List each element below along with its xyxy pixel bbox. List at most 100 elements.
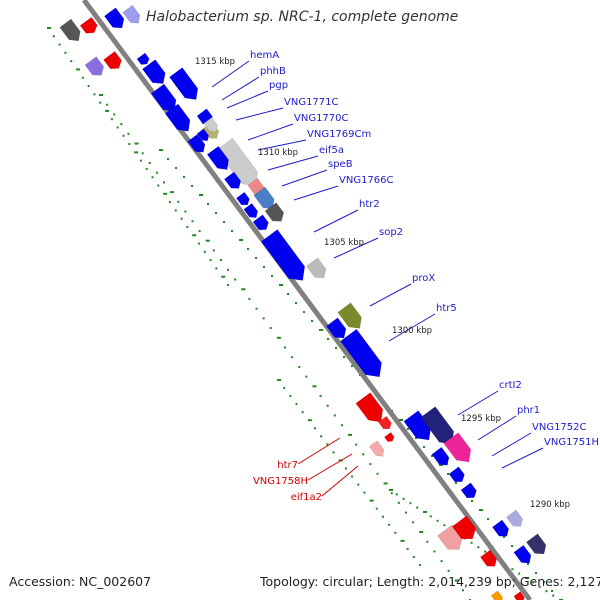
tick-dot: [234, 278, 237, 281]
tick-dot: [369, 499, 374, 502]
tick-dot: [487, 518, 489, 520]
tick-dot: [419, 531, 424, 534]
gene-label-eif1a2[interactable]: eif1a2: [291, 492, 322, 503]
tick-dot: [87, 85, 90, 88]
tick-dot: [212, 249, 215, 252]
gene-label-vng1769cm[interactable]: VNG1769Cm: [307, 129, 371, 140]
gene-feature-blue: [252, 214, 269, 231]
gene-feature-blue: [104, 7, 125, 29]
callout-line: [235, 107, 284, 121]
gene-feature-lavender: [122, 4, 141, 24]
tick-dot: [470, 541, 473, 544]
tick-dot: [351, 365, 353, 367]
gene-label-vng1771c[interactable]: VNG1771C: [284, 97, 339, 108]
gene-label-vng1752c[interactable]: VNG1752C: [532, 422, 587, 433]
gene-label-phhb[interactable]: phhB: [260, 66, 286, 77]
tick-dot: [511, 568, 514, 571]
genome-summary: Topology: circular; Length: 2,014,239 bp…: [260, 574, 600, 589]
tick-dot: [455, 482, 457, 484]
tick-dot: [58, 43, 61, 46]
callout-line: [247, 123, 294, 141]
tick-dot: [295, 403, 298, 406]
gene-feature-blue: [340, 328, 382, 378]
tick-dot: [191, 185, 193, 187]
gene-feature-blue: [260, 229, 306, 281]
gene-feature-blue: [187, 133, 206, 153]
tick-dot: [221, 275, 226, 278]
gene-feature-red: [384, 432, 395, 442]
tick-dot: [155, 171, 158, 174]
gene-arrow: [431, 446, 450, 466]
kbp-mark: 1305 kbp: [324, 238, 364, 248]
gene-feature-blue: [460, 482, 477, 499]
gene-label-vng1770c[interactable]: VNG1770C: [294, 113, 349, 124]
gene-label-htr2[interactable]: htr2: [359, 199, 380, 210]
gene-label-htr7[interactable]: htr7: [277, 460, 298, 471]
gene-feature-gray: [264, 202, 285, 222]
tick-dot: [357, 483, 360, 486]
gene-feature-steel-blue: [253, 186, 275, 210]
tick-dot: [269, 327, 272, 330]
gene-arrow: [253, 186, 275, 210]
gene-arrow: [103, 51, 122, 69]
gene-feature-blue: [169, 67, 199, 100]
gene-arrow: [448, 466, 465, 483]
tick-dot: [454, 579, 459, 582]
gene-label-speb[interactable]: speB: [328, 159, 353, 170]
tick-dot: [145, 167, 148, 170]
gene-arrow: [104, 7, 125, 29]
tick-dot: [395, 493, 398, 496]
gene-feature-red: [103, 51, 122, 69]
gene-arrow: [59, 18, 81, 42]
gene-arrow: [513, 591, 525, 600]
tick-dot: [551, 590, 553, 592]
tick-dot: [120, 123, 123, 126]
gene-label-vng1758h[interactable]: VNG1758H: [253, 476, 308, 487]
gene-feature-blue: [224, 171, 241, 189]
callout-line: [333, 237, 379, 259]
tick-dot: [484, 550, 487, 553]
tick-dot: [404, 511, 407, 514]
tick-dot: [248, 297, 251, 300]
tick-dot: [412, 521, 415, 524]
gene-label-crti2[interactable]: crtI2: [499, 380, 522, 391]
tick-dot: [183, 176, 185, 178]
tick-dot: [255, 257, 257, 259]
gene-label-htr5[interactable]: htr5: [436, 303, 457, 314]
gene-arrow: [490, 590, 503, 600]
gene-arrow: [196, 128, 209, 142]
gene-label-sop2[interactable]: sop2: [379, 227, 403, 238]
tick-dot: [174, 209, 177, 212]
gene-feature-blue: [243, 203, 258, 218]
gene-label-pgp[interactable]: pgp: [269, 80, 288, 91]
tick-dot: [227, 284, 229, 286]
gene-label-prox[interactable]: proX: [412, 273, 435, 284]
tick-dot: [192, 234, 197, 237]
tick-dot: [276, 336, 281, 339]
tick-dot: [287, 293, 289, 295]
tick-dot: [105, 109, 110, 112]
tick-dot: [362, 453, 365, 456]
tick-dot: [402, 497, 405, 500]
gene-label-vng1751h[interactable]: VNG1751H: [544, 437, 599, 448]
tick-dot: [518, 572, 521, 575]
tick-dot: [47, 27, 51, 29]
tick-dot: [76, 68, 81, 71]
tick-dot: [167, 158, 169, 160]
gene-label-vng1766c[interactable]: VNG1766C: [339, 175, 394, 186]
gene-label-hema[interactable]: hemA: [250, 50, 279, 61]
gene-label-eif5a[interactable]: eif5a: [319, 145, 344, 156]
tick-dot: [545, 590, 548, 593]
tick-dot: [369, 463, 372, 466]
tick-dot: [319, 329, 323, 331]
tick-dot: [312, 385, 317, 388]
tick-dot: [291, 356, 294, 359]
gene-label-phr1[interactable]: phr1: [517, 405, 540, 416]
gene-arrow: [355, 392, 384, 423]
tick-dot: [477, 546, 480, 549]
gene-arrow: [451, 515, 477, 540]
tick-dot: [419, 564, 421, 566]
gene-feature-red: [451, 515, 477, 540]
callout-line: [369, 283, 412, 307]
tick-dot: [64, 51, 67, 54]
